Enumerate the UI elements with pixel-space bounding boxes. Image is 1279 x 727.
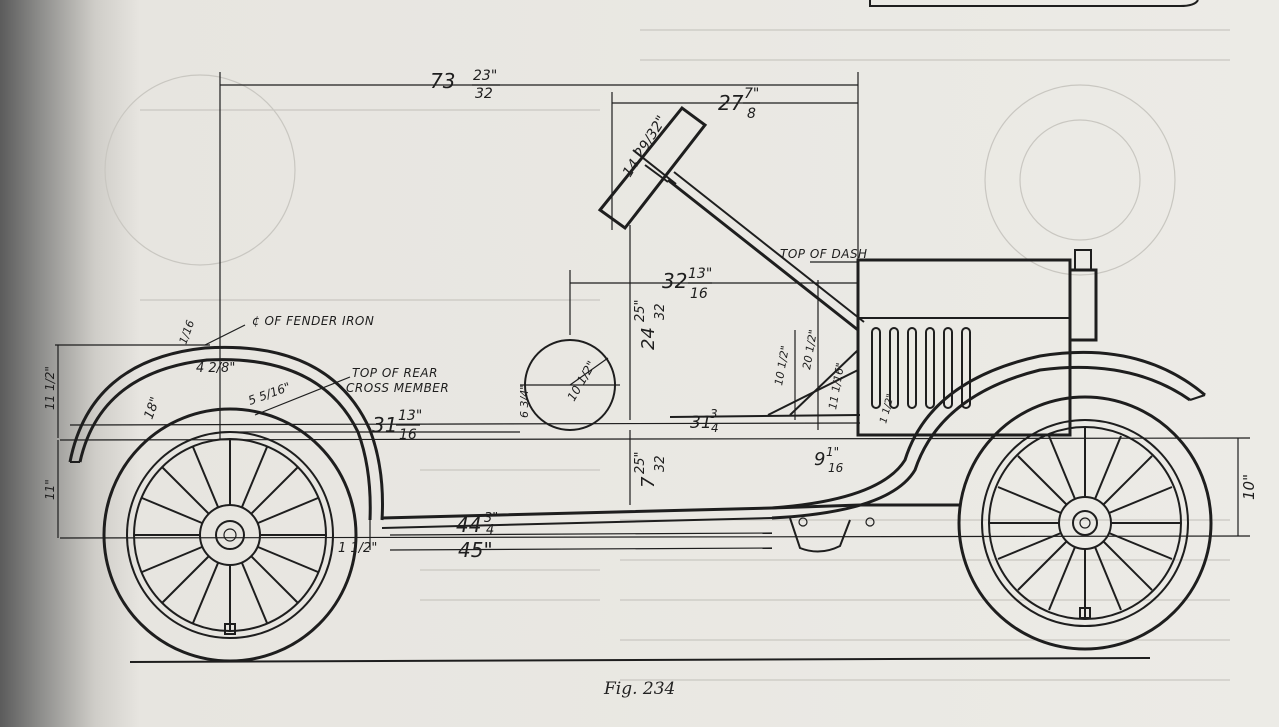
svg-text:1": 1" [826, 445, 839, 459]
svg-text:73: 73 [430, 69, 455, 93]
dim-steering-to-dash: 27 7" 8 [718, 86, 760, 122]
svg-text:44: 44 [456, 513, 481, 537]
figure-caption: Fig. 234 [603, 679, 675, 699]
hood-assembly [856, 249, 1098, 437]
dim-pedal-a: 10 1/2" [772, 345, 792, 387]
note-rear-cross-member-1: TOP OF REAR [352, 366, 438, 380]
svg-text:9: 9 [814, 449, 825, 470]
svg-text:4: 4 [486, 523, 494, 538]
page-frame-edge [869, 0, 1199, 7]
svg-text:23": 23" [473, 68, 497, 84]
svg-text:31: 31 [690, 413, 712, 433]
seat-outline [520, 339, 620, 431]
svg-text:3: 3 [710, 407, 718, 421]
axle-centerline [59, 437, 1251, 441]
dim-seat-height: 24 25" 32 [633, 299, 668, 350]
svg-text:3": 3" [484, 511, 498, 526]
dim-rear-frame-length: 31 13" 16 [372, 408, 422, 443]
svg-text:32: 32 [475, 86, 493, 102]
svg-text:27: 27 [718, 91, 744, 115]
frame-top-line [69, 422, 861, 426]
dim-pedal-offset: 9 1" 16 [814, 445, 844, 475]
dim-frame-drop: 1 1/2" [338, 541, 377, 556]
ground-line [129, 657, 1151, 663]
show-through-shadow [104, 29, 1230, 681]
svg-text:4: 4 [711, 421, 719, 435]
rear-fender [68, 345, 384, 521]
note-rear-cross-member-2: CROSS MEMBER [346, 381, 449, 395]
dim-fender-radius: 18" [142, 395, 164, 421]
svg-text:24: 24 [638, 327, 659, 350]
frame-rail [381, 503, 960, 553]
dim-fender-top: 11 1/2" [43, 366, 57, 410]
dim-overall-length: 73 23" 32 [430, 68, 500, 102]
lower-datum-line [59, 535, 1251, 539]
dim-dash-to-seat: 32 13" 16 [662, 266, 712, 302]
dim-seat-small: 6 3/4" [518, 385, 531, 418]
dim-pedal-b: 20 1/2" [800, 329, 820, 371]
dim-axle-left: 11" [43, 479, 57, 500]
svg-text:13": 13" [398, 408, 422, 424]
dim-fender-mid: 1/16 [177, 318, 198, 346]
dim-front-height: 10" [1240, 474, 1258, 500]
svg-text:25": 25" [633, 299, 648, 322]
svg-text:16: 16 [690, 286, 708, 302]
rear-wheel [102, 407, 358, 663]
svg-text:16: 16 [828, 461, 844, 475]
note-top-of-dash: TOP OF DASH [780, 247, 868, 261]
svg-text:7": 7" [744, 86, 759, 102]
svg-text:32: 32 [662, 269, 687, 293]
svg-text:16: 16 [399, 427, 417, 443]
svg-text:32: 32 [653, 303, 668, 320]
note-fender-iron: ¢ OF FENDER IRON [252, 314, 374, 328]
dim-rear-member-offset: 5 5/16" [246, 380, 292, 408]
steering-column [597, 105, 865, 332]
dim-pedal-c: 11 1/16" [826, 362, 847, 411]
front-wheel [957, 395, 1213, 651]
dim-frame-to-seat: 7 25" 32 [633, 451, 668, 488]
dim-steering-wheel: 14 29/32" [620, 113, 670, 180]
svg-text:13": 13" [688, 266, 712, 282]
svg-text:25": 25" [633, 451, 648, 474]
front-fender [771, 350, 1206, 520]
svg-text:7: 7 [638, 476, 659, 488]
svg-text:32: 32 [653, 455, 668, 472]
dim-floor-length: 31 3 4 [690, 407, 719, 435]
floor-board [669, 280, 861, 430]
dim-wheelbase-half: 45" [458, 538, 493, 562]
dimension-lines [55, 72, 1239, 551]
svg-text:31: 31 [372, 413, 397, 437]
dim-seat-radius: 10 1/2" [564, 358, 598, 403]
svg-text:8: 8 [747, 106, 756, 122]
dim-lower-frame: 44 3" 4 [456, 511, 498, 538]
dim-fender-offset: 4 2/8" [196, 361, 235, 376]
